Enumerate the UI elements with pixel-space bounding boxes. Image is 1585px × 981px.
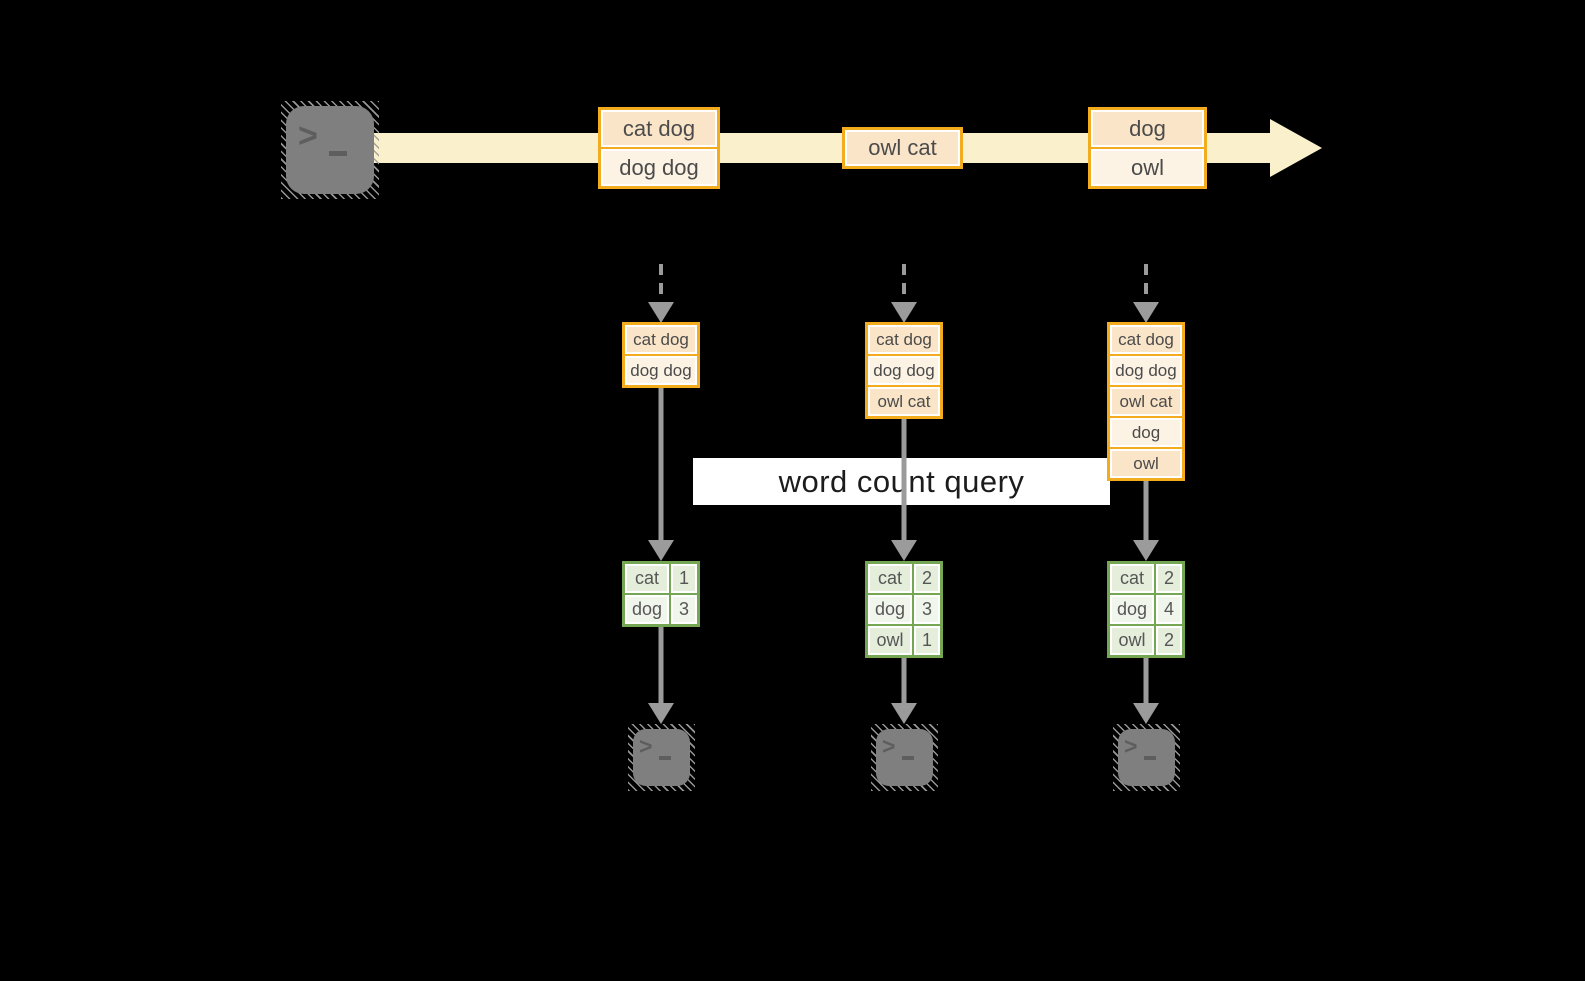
event-box-1: cat dog dog dog	[598, 107, 720, 189]
word-cell: owl	[868, 626, 912, 655]
count-cell: 2	[914, 564, 940, 593]
count-cell: 4	[1156, 595, 1182, 624]
count-cell: 2	[1156, 564, 1182, 593]
batch-cell: dog dog	[625, 356, 697, 385]
result-table-2: cat 2 dog 3 owl 1	[865, 561, 943, 658]
count-cell: 3	[914, 595, 940, 624]
count-cell: 3	[671, 595, 697, 624]
sink-terminal-icon: >	[871, 724, 938, 791]
arrow-head-icon	[1133, 703, 1159, 724]
dashed-arrow-head-icon	[648, 302, 674, 323]
prompt-underscore-icon	[329, 151, 347, 156]
batch-cell: dog dog	[1110, 356, 1182, 385]
micro-batch-box-1: cat dog dog dog	[622, 322, 700, 388]
terminal-body	[286, 106, 374, 194]
prompt-underscore-icon	[902, 756, 914, 760]
word-cell: cat	[1110, 564, 1154, 593]
dashed-arrow-head-icon	[1133, 302, 1159, 323]
dashed-arrow-shaft	[902, 264, 906, 304]
count-cell: 2	[1156, 626, 1182, 655]
sink-terminal-icon: >	[1113, 724, 1180, 791]
dashed-arrow-head-icon	[891, 302, 917, 323]
stream-arrow-head-icon	[1270, 119, 1322, 177]
source-terminal-icon: >	[281, 101, 379, 199]
batch-cell: dog	[1110, 418, 1182, 447]
micro-batch-box-3: cat dog dog dog owl cat dog owl	[1107, 322, 1185, 481]
arrow-shaft	[658, 627, 664, 704]
prompt-underscore-icon	[1144, 756, 1156, 760]
prompt-underscore-icon	[659, 756, 671, 760]
word-cell: owl	[1110, 626, 1154, 655]
word-cell: dog	[1110, 595, 1154, 624]
count-cell: 1	[914, 626, 940, 655]
batch-cell: cat dog	[868, 325, 940, 354]
batch-cell: dog dog	[868, 356, 940, 385]
event-cell: owl	[1091, 149, 1204, 186]
event-box-2: owl cat	[842, 127, 963, 169]
result-table-1: cat 1 dog 3	[622, 561, 700, 627]
event-cell: cat dog	[601, 110, 717, 147]
batch-cell: cat dog	[1110, 325, 1182, 354]
count-cell: 1	[671, 564, 697, 593]
word-cell: cat	[868, 564, 912, 593]
dashed-arrow-shaft	[659, 264, 663, 304]
result-table-3: cat 2 dog 4 owl 2	[1107, 561, 1185, 658]
arrow-shaft	[658, 386, 664, 541]
batch-cell: owl	[1110, 449, 1182, 478]
batch-cell: owl cat	[1110, 387, 1182, 416]
arrow-head-icon	[891, 540, 917, 561]
event-cell: dog dog	[601, 149, 717, 186]
word-cell: cat	[625, 564, 669, 593]
word-cell: dog	[868, 595, 912, 624]
event-cell: owl cat	[845, 130, 960, 166]
batch-cell: cat dog	[625, 325, 697, 354]
arrow-shaft	[901, 417, 907, 541]
prompt-chevron-icon: >	[1124, 733, 1138, 759]
arrow-head-icon	[1133, 540, 1159, 561]
event-box-3: dog owl	[1088, 107, 1207, 189]
prompt-chevron-icon: >	[298, 117, 318, 155]
dashed-arrow-shaft	[1144, 264, 1148, 304]
arrow-head-icon	[648, 703, 674, 724]
arrow-head-icon	[891, 703, 917, 724]
arrow-shaft	[1143, 479, 1149, 541]
event-cell: dog	[1091, 110, 1204, 147]
arrow-shaft	[1143, 658, 1149, 704]
word-cell: dog	[625, 595, 669, 624]
arrow-head-icon	[648, 540, 674, 561]
batch-cell: owl cat	[868, 387, 940, 416]
sink-terminal-icon: >	[628, 724, 695, 791]
arrow-shaft	[901, 658, 907, 704]
micro-batch-box-2: cat dog dog dog owl cat	[865, 322, 943, 419]
prompt-chevron-icon: >	[882, 733, 896, 759]
prompt-chevron-icon: >	[639, 733, 653, 759]
